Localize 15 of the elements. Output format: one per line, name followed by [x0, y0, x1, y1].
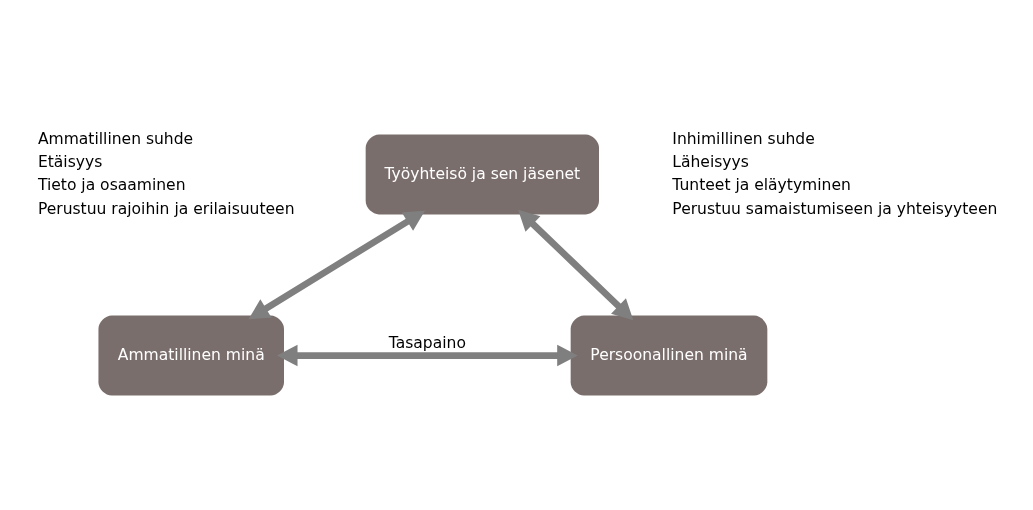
label: Perustuu rajoihin ja erilaisuuteen — [37, 199, 295, 218]
node-box: Työyhteisö ja sen jäsenet — [365, 134, 599, 215]
label: Perustuu samaistumiseen ja yhteisyyteen — [672, 199, 998, 218]
label: Läheisyys — [672, 152, 749, 171]
node-box: Ammatillinen minä — [98, 315, 284, 396]
arrow — [518, 209, 634, 321]
label: Etäisyys — [37, 152, 103, 171]
edge-label: Tasapaino — [388, 334, 466, 352]
label: Ammatillinen suhde — [37, 129, 194, 148]
label: Tunteet ja eläytyminen — [672, 176, 851, 195]
label: Inhimillinen suhde — [672, 129, 815, 148]
arrow — [248, 210, 425, 320]
node-box: Persoonallinen minä — [570, 315, 768, 396]
arrow — [277, 344, 578, 367]
label: Tieto ja osaaminen — [37, 176, 186, 195]
